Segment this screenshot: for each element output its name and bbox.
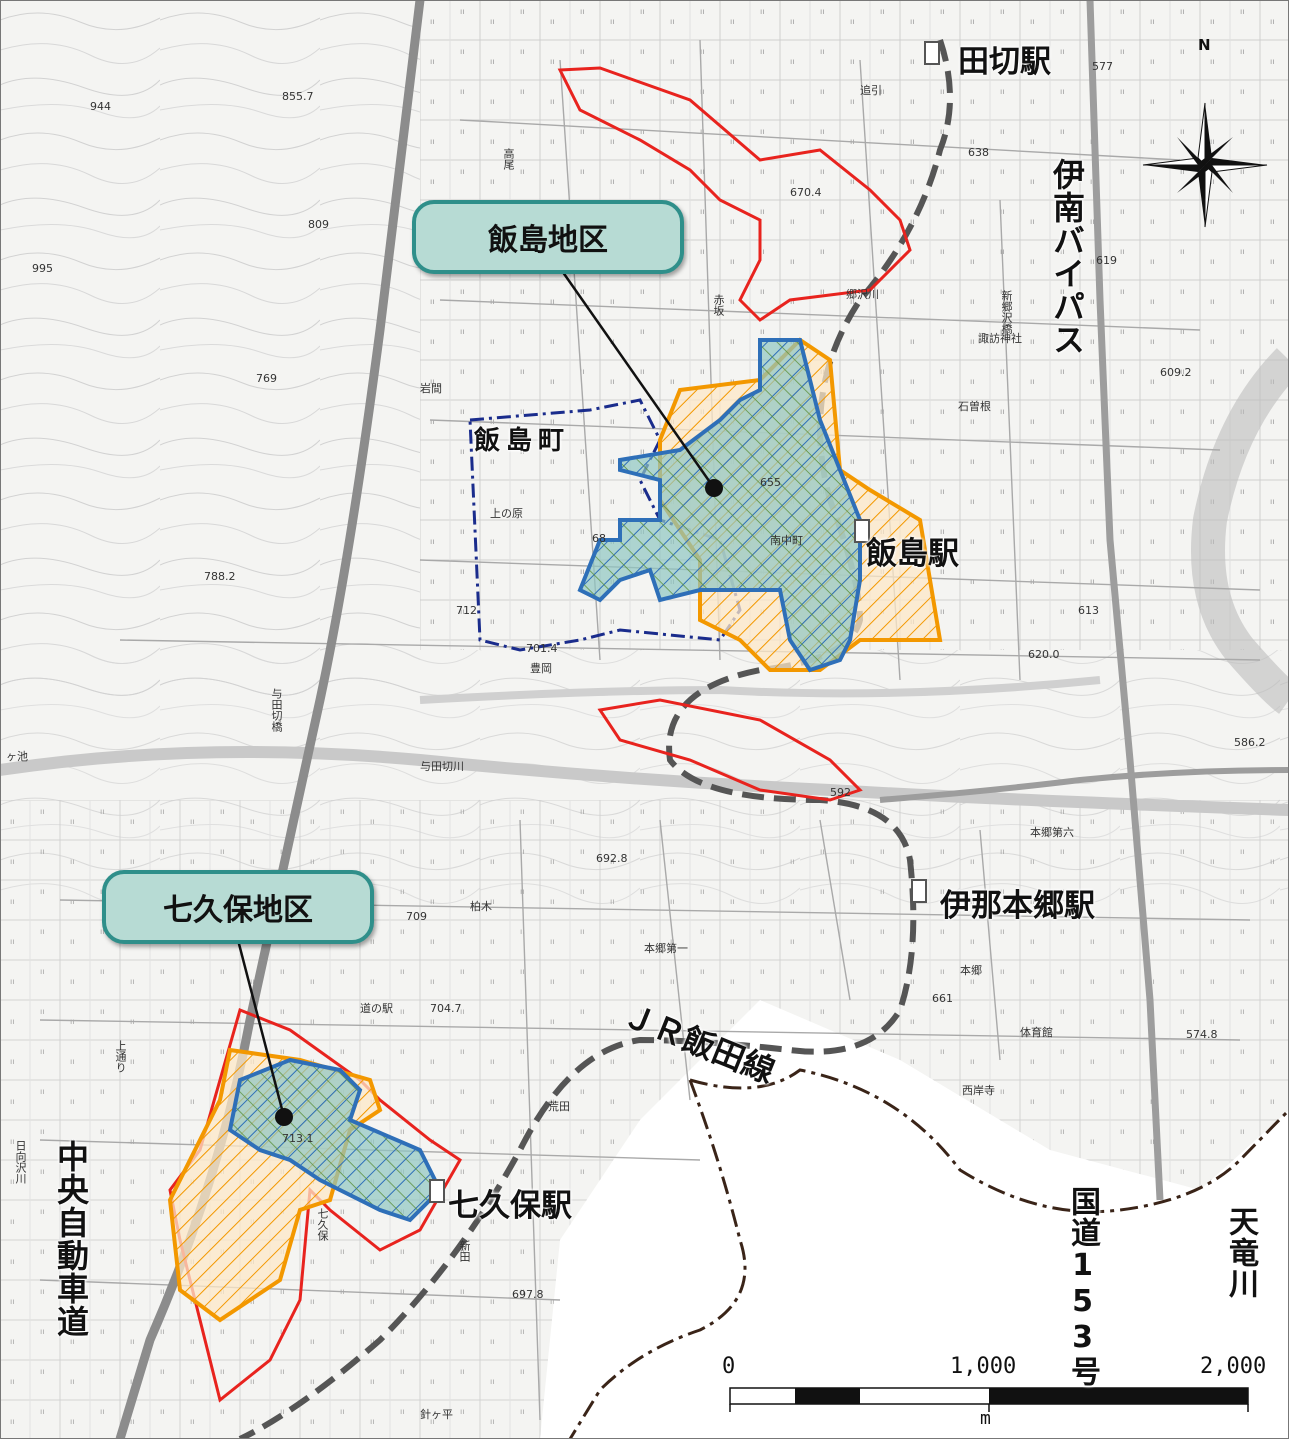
elevation-label: 713.1 <box>282 1132 314 1145</box>
place-label: 体育館 <box>1020 1026 1053 1039</box>
elevation-label: 788.2 <box>204 570 236 583</box>
place-label: 追引 <box>860 84 882 97</box>
place-label: 豊岡 <box>530 662 552 675</box>
iijima-leader-line <box>558 267 716 489</box>
nanakubo-station-label: 七久保駅 <box>448 1188 572 1224</box>
elevation-label: 809 <box>308 218 329 231</box>
place-label: 本郷第六 <box>1030 826 1074 839</box>
nanakubo-district-badge: 七久保地区 <box>102 870 374 944</box>
inan-bypass-road <box>1086 0 1164 1201</box>
place-label: 与田切橋 <box>270 688 283 732</box>
route-153 <box>879 767 1289 803</box>
elevation-label: 769 <box>256 372 277 385</box>
place-label: 上通り <box>114 1040 127 1073</box>
elevation-label: 944 <box>90 100 111 113</box>
route-153-label: 国道153号 <box>1065 1186 1100 1387</box>
place-label: 上の原 <box>490 507 523 520</box>
iijima-planning-area-north <box>557 66 912 322</box>
yotagiri-river <box>0 746 1289 816</box>
iijima-marker-dot <box>705 479 723 497</box>
iijima-town-label: 飯島町 <box>474 426 571 456</box>
iijima-central-area <box>577 338 862 673</box>
iijima-planning-area-south <box>597 698 863 802</box>
place-label: 柏木 <box>470 900 492 913</box>
scale-unit: m <box>980 1408 991 1429</box>
elevation-label: 613 <box>1078 604 1099 617</box>
place-label: 西岸寺 <box>962 1084 995 1097</box>
elevation-label: 620.0 <box>1028 648 1060 661</box>
elevation-label: 697.8 <box>512 1288 544 1301</box>
place-label: 新田 <box>458 1240 471 1262</box>
unmapped-area <box>540 1000 1289 1439</box>
place-label: 諏訪神社 <box>978 332 1022 345</box>
tenryu-river-channel <box>1191 348 1289 714</box>
inan-bypass-label: 伊南バイパス <box>1048 158 1086 356</box>
chuo-expressway-label: 中央自動車道 <box>52 1140 90 1338</box>
tenryu-river-label: 天竜川 <box>1223 1206 1258 1299</box>
nanakubo-central-area <box>227 1057 443 1223</box>
place-label: 郷沢川 <box>846 288 879 301</box>
elevation-label: 638 <box>968 146 989 159</box>
place-label: 新郷沢橋 <box>1000 290 1013 334</box>
scale-bar <box>729 1387 1249 1412</box>
tagiri-station-label: 田切駅 <box>958 44 1051 80</box>
elevation-label: 577 <box>1092 60 1113 73</box>
elevation-label: 586.2 <box>1234 736 1266 749</box>
place-label: 道の駅 <box>360 1002 393 1015</box>
elevation-label: 619 <box>1096 254 1117 267</box>
elevation-label: 709 <box>406 910 427 923</box>
elevation-label: 670.4 <box>790 186 822 199</box>
place-label: 本郷 <box>960 964 982 977</box>
nanakubo-district-label: 七久保地区 <box>163 893 313 928</box>
elevation-label: 995 <box>32 262 53 275</box>
elevation-label: 701.4 <box>526 642 558 655</box>
place-label: 日向沢川 <box>14 1140 27 1184</box>
place-label: 南中町 <box>770 534 803 547</box>
elevation-label: 692.8 <box>596 852 628 865</box>
elevation-label: 704.7 <box>430 1002 462 1015</box>
nanakubo-leader-line <box>236 939 286 1118</box>
scale-tick-2000: 2,000 <box>1200 1354 1267 1379</box>
elevation-label: 712 <box>456 604 477 617</box>
place-label: 本郷第一 <box>644 942 688 955</box>
iijima-district-label: 飯島地区 <box>488 223 608 258</box>
municipal-boundary-south <box>568 1079 747 1439</box>
scale-tick-1000: 1,000 <box>950 1354 1017 1379</box>
elevation-label: 661 <box>932 992 953 1005</box>
inahongo-station-marker <box>911 879 927 903</box>
inahongo-station-label: 伊那本郷駅 <box>940 888 1095 924</box>
place-label: 岩間 <box>420 382 442 395</box>
elevation-label: 609.2 <box>1160 366 1192 379</box>
place-label: 荒田 <box>548 1100 570 1113</box>
compass-north-label: N <box>1198 36 1211 54</box>
iijima-station-marker <box>854 519 870 543</box>
valley-terrace <box>419 676 1101 704</box>
nanakubo-station-marker <box>429 1179 445 1203</box>
iijima-district-badge: 飯島地区 <box>412 200 684 274</box>
place-label: 高尾 <box>502 148 515 170</box>
place-label: 与田切川 <box>420 760 464 773</box>
place-label: ヶ池 <box>6 750 28 763</box>
western-hills <box>0 0 420 700</box>
place-label: 七久保 <box>316 1208 329 1241</box>
tagiri-station-marker <box>924 41 940 65</box>
place-label: 赤坂 <box>712 294 725 316</box>
municipal-boundary-east <box>689 1068 1289 1214</box>
elevation-label: 592 <box>830 786 851 799</box>
elevation-label: 68 <box>592 532 606 545</box>
elevation-label: 655 <box>760 476 781 489</box>
iijima-station-label: 飯島駅 <box>866 536 959 572</box>
elevation-label: 855.7 <box>282 90 314 103</box>
nanakubo-marker-dot <box>275 1108 293 1126</box>
compass-rose-icon <box>1142 102 1268 228</box>
place-label: 針ヶ平 <box>420 1408 453 1421</box>
place-label: 石曽根 <box>958 400 991 413</box>
scale-tick-0: 0 <box>722 1354 736 1379</box>
elevation-label: 574.8 <box>1186 1028 1218 1041</box>
